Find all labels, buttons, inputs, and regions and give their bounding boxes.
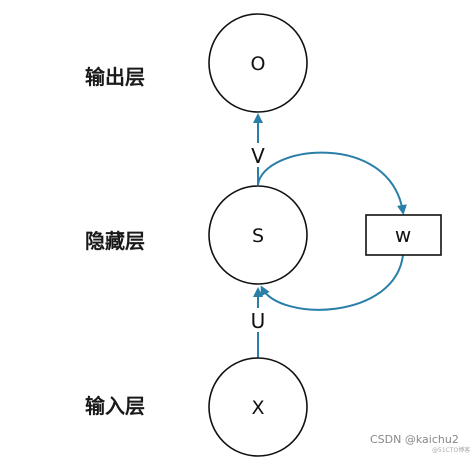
hidden-node: S	[208, 185, 308, 285]
input-layer-label: 输入层	[85, 394, 145, 418]
watermark-small-text: @51CTO博客	[432, 446, 470, 454]
output-node-circle	[208, 13, 308, 113]
input-node: X	[208, 357, 308, 457]
w-weight-label: w	[395, 223, 411, 247]
input-node-circle	[208, 357, 308, 457]
output-layer-label: 输出层	[85, 65, 145, 89]
u-weight-label: U	[251, 309, 266, 333]
output-node: O	[208, 13, 308, 113]
w-weight-box: w	[365, 214, 442, 256]
recurrent-in-arrow	[260, 254, 404, 311]
v-weight-label: V	[251, 144, 265, 168]
hidden-node-label: S	[252, 225, 264, 247]
v-label-bg	[247, 143, 269, 167]
output-node-label: O	[251, 53, 266, 75]
recurrent-out-arrow	[257, 151, 407, 215]
input-node-label: X	[251, 397, 264, 419]
hidden-node-circle	[208, 185, 308, 285]
watermark-text: CSDN @kaichu2	[370, 433, 459, 446]
hidden-layer-label: 隐藏层	[85, 229, 145, 253]
w-box-rect	[365, 214, 442, 256]
u-label-bg	[247, 308, 269, 332]
